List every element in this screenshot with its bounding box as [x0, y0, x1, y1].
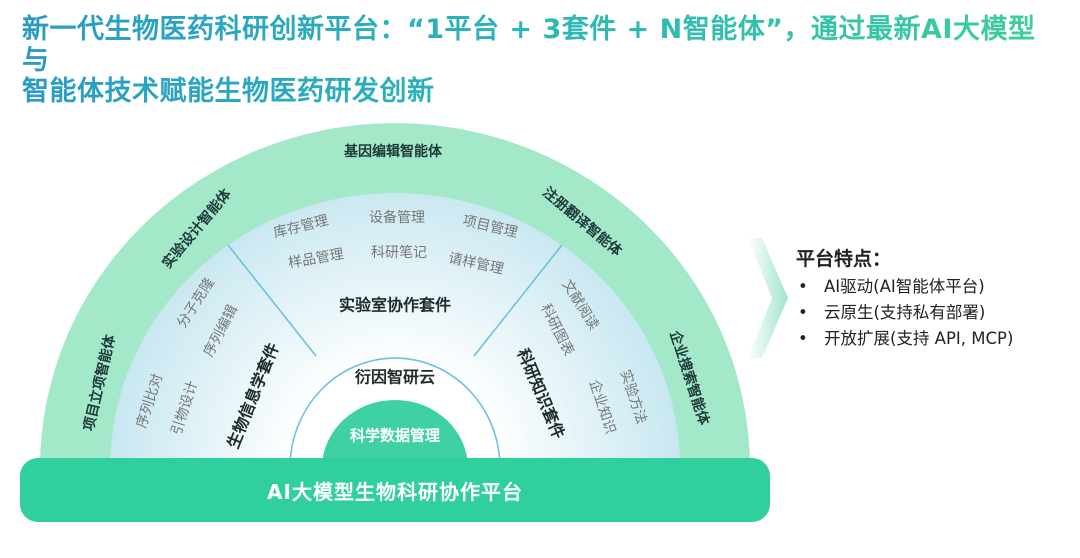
- feature-text: AI驱动(AI智能体平台): [824, 277, 985, 296]
- bullet-icon: •: [798, 303, 808, 322]
- feature-text: 开放扩展(支持 API, MCP): [824, 329, 1014, 348]
- suite-item-equipment: 设备管理: [369, 209, 425, 226]
- core-semicircle: [322, 400, 468, 468]
- feature-item: • 开放扩展(支持 API, MCP): [796, 326, 1076, 352]
- suite-divider-left: [227, 244, 317, 357]
- platform-base-bar: [20, 458, 770, 522]
- bullet-icon: •: [798, 329, 808, 348]
- suite-area: [110, 193, 680, 468]
- cloud-label: 衍因智研云: [354, 368, 435, 387]
- bullet-icon: •: [798, 277, 808, 296]
- core-label: 科学数据管理: [350, 427, 440, 445]
- platform-base-label: AI大模型生物科研协作平台: [267, 479, 523, 504]
- feature-text: 云原生(支持私有部署): [824, 303, 986, 322]
- suite-item-notebook: 科研笔记: [371, 245, 427, 261]
- feature-item: • 云原生(支持私有部署): [796, 300, 1076, 326]
- feature-item: • AI驱动(AI智能体平台): [796, 274, 1076, 300]
- features-list: • AI驱动(AI智能体平台) • 云原生(支持私有部署) • 开放扩展(支持 …: [796, 274, 1076, 352]
- chevron-right-icon: [748, 238, 788, 358]
- features-title: 平台特点：: [796, 248, 892, 270]
- cloud-arc: [289, 357, 501, 469]
- agent-label-gene-editing: 基因编辑智能体: [344, 143, 443, 160]
- suite-title-lab-collaboration: 实验室协作套件: [339, 296, 451, 315]
- platform-features: 平台特点： • AI驱动(AI智能体平台) • 云原生(支持私有部署) • 开放…: [796, 244, 1076, 352]
- suite-divider-right: [473, 244, 563, 357]
